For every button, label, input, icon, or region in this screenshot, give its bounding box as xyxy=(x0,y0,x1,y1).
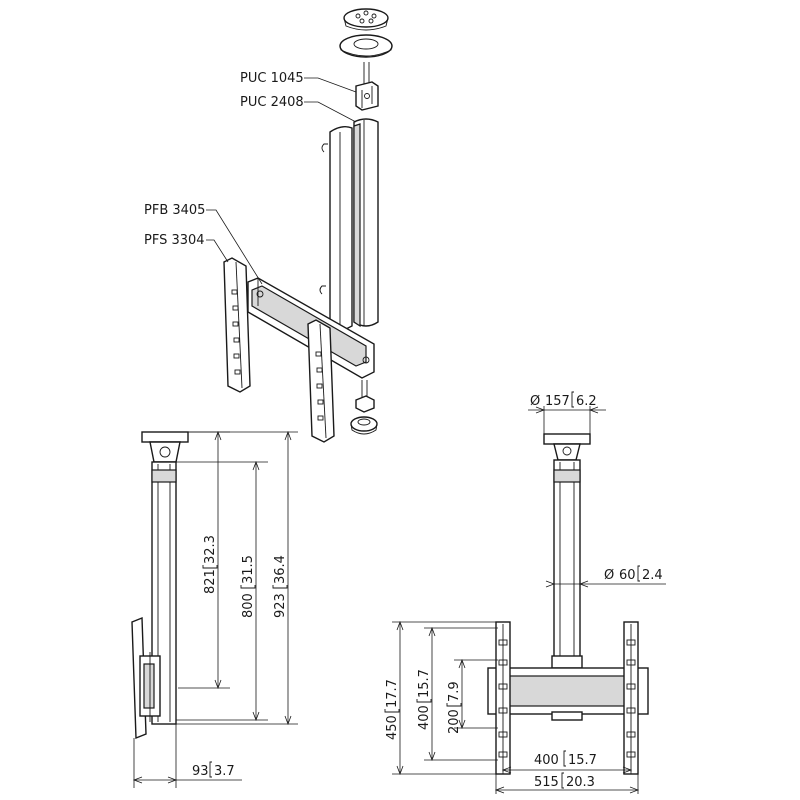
dim-923 xyxy=(176,430,298,726)
dim-tube-in: 2.4 xyxy=(642,568,663,583)
label-puc2408: PUC 2408 xyxy=(240,95,304,110)
label-pfs3304: PFS 3304 xyxy=(144,233,205,248)
dimlabel-400h: 400 15.7 xyxy=(416,669,432,730)
front-ceiling-plate xyxy=(543,433,591,461)
front-view: Ø 157 6.2 Ø 60 2.4 450 17.7 xyxy=(384,391,666,794)
dim-200-mm: 200 xyxy=(447,709,462,734)
front-column xyxy=(551,459,583,669)
dim-93 xyxy=(132,724,242,788)
dim-515-in: 20.3 xyxy=(566,775,595,790)
dimlabel-923: 923 36.4 xyxy=(272,555,288,618)
end-cap xyxy=(350,380,378,435)
dim-tube-mm: 60 xyxy=(619,568,636,583)
dimlabel-200: 200 7.9 xyxy=(446,681,462,734)
exploded-view: PUC 1045 PUC 2408 PFB 3405 PFS 3304 xyxy=(144,8,393,443)
dim-400h-in: 15.7 xyxy=(417,669,432,698)
dim-plate-in: 6.2 xyxy=(576,394,597,409)
dimlabel-93: 93 3.7 xyxy=(192,761,235,779)
dim-tube-diameter: Ø 60 2.4 xyxy=(545,565,666,588)
dim-93-mm: 93 xyxy=(192,764,209,779)
dim-450-mm: 450 xyxy=(385,715,400,740)
dim-plate-mm: 157 xyxy=(545,394,570,409)
dim-450-in: 17.7 xyxy=(385,679,400,708)
dim-515-mm: 515 xyxy=(534,775,559,790)
dim-821-mm: 821 xyxy=(203,569,218,594)
dim-400w: 400 15.7 xyxy=(501,750,633,774)
dim-923-mm: 923 xyxy=(273,593,288,618)
label-pfb3405: PFB 3405 xyxy=(144,203,205,218)
dimlabel-800: 800 31.5 xyxy=(240,555,256,618)
side-view: 821 32.3 800 31.5 923 36.4 93 3.7 xyxy=(131,430,298,788)
dim-tube-prefix: Ø xyxy=(604,568,614,583)
dim-800 xyxy=(162,460,268,722)
screen-strip-right xyxy=(307,319,335,443)
front-interface-bar xyxy=(487,667,649,721)
dim-821-in: 32.3 xyxy=(203,535,218,564)
coupling-puc1045 xyxy=(355,62,379,111)
side-bracket xyxy=(131,616,161,740)
screen-strip-left xyxy=(223,257,251,393)
dim-515: 515 20.3 xyxy=(494,772,640,794)
dim-plate-prefix: Ø xyxy=(530,394,540,409)
dim-400h-mm: 400 xyxy=(417,705,432,730)
side-ceiling-plate xyxy=(141,431,189,463)
dimlabel-821: 821 32.3 xyxy=(202,535,218,594)
ceiling-plate-exploded xyxy=(339,8,393,58)
dim-400w-in: 15.7 xyxy=(568,753,597,768)
dim-93-in: 3.7 xyxy=(214,764,235,779)
dim-800-mm: 800 xyxy=(241,593,256,618)
dim-200 xyxy=(454,658,498,730)
dim-400w-mm: 400 xyxy=(534,753,559,768)
dim-400h xyxy=(424,626,498,762)
front-strip-right xyxy=(623,621,639,775)
label-puc1045: PUC 1045 xyxy=(240,71,304,86)
dim-450 xyxy=(392,620,496,776)
front-strip-left xyxy=(495,621,511,775)
leader-lines xyxy=(206,77,357,285)
dim-200-in: 7.9 xyxy=(447,681,462,702)
dim-plate-diameter: Ø 157 6.2 xyxy=(528,391,606,434)
dim-923-in: 36.4 xyxy=(273,555,288,584)
dim-800-in: 31.5 xyxy=(241,555,256,584)
dimlabel-450: 450 17.7 xyxy=(384,679,400,740)
column-puc2408 xyxy=(319,118,379,333)
